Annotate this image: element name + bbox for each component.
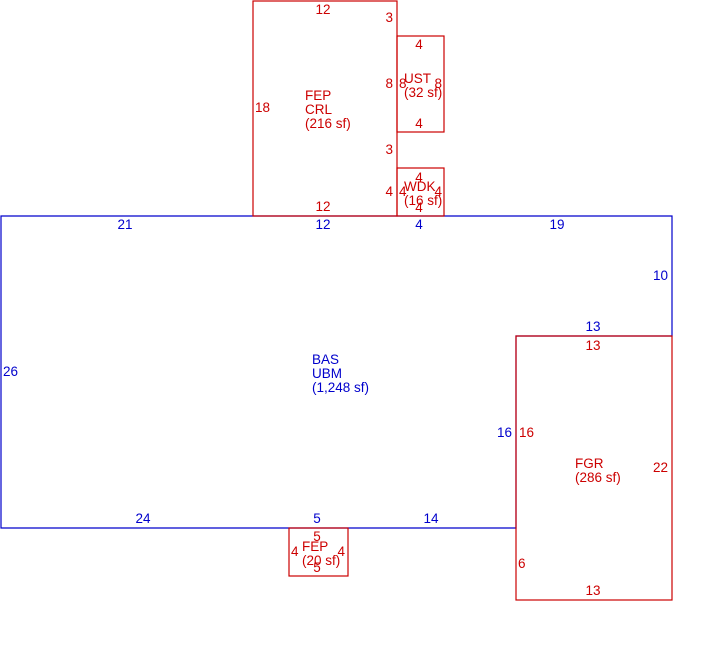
fep-small-dimension-label: 4 [337,544,345,559]
bas-dimension-label: 21 [117,217,132,232]
fep-small-code-label: FEP [302,539,328,554]
fep-crl-area-label: (216 sf) [305,116,351,131]
fep-crl-type-label: CRL [305,102,332,117]
fgr-outline [515,335,673,601]
ust-dimension-label: 8 [399,76,407,91]
bas-dimension-label: 26 [3,364,18,379]
fgr-area-label: (286 sf) [575,470,621,485]
wdk-dimension-label: 4 [434,184,442,199]
wdk-dimension-label: 4 [415,200,423,215]
fep-crl-dimension-label: 8 [385,76,393,91]
fgr-dimension-label: 13 [585,583,600,598]
bas-dimension-label: 5 [313,511,321,526]
wdk-dimension-label: 4 [399,184,407,199]
wdk-outline [396,167,445,217]
bas-area-label: (1,248 sf) [312,380,369,395]
fep-crl-dimension-label: 18 [255,100,270,115]
fep-crl-dimension-label: 3 [385,142,393,157]
fgr-dimension-label: 6 [518,556,526,571]
fep-crl-dimension-label: 4 [385,184,393,199]
fep-small-area-label: (20 sf) [302,553,340,568]
fgr-dimension-label: 13 [585,338,600,353]
bas-dimension-label: 12 [315,217,330,232]
ust-dimension-label: 4 [415,116,423,131]
bas-dimension-label: 19 [549,217,564,232]
fgr-dimension-label: 22 [653,460,668,475]
fep-small-dimension-label: 4 [291,544,299,559]
fep-crl-code-label: FEP [305,88,331,103]
ust-code-label: UST [404,71,431,86]
bas-dimension-label: 14 [423,511,439,526]
ust-dimension-label: 8 [434,76,442,91]
bas-dimension-label: 24 [135,511,151,526]
ust-dimension-label: 4 [415,37,423,52]
bas-type-label: UBM [312,366,342,381]
fep-crl-dimension-label: 12 [315,199,330,214]
fep-crl-dimension-label: 12 [315,2,330,17]
wdk-code-label: WDK [404,179,436,194]
wdk-area-label: (16 sf) [404,193,442,208]
fep-small-dimension-label: 5 [313,529,321,544]
bas-dimension-label: 4 [415,217,423,232]
ust-outline [396,35,445,133]
fep-small-dimension-label: 5 [313,560,321,575]
ust-area-label: (32 sf) [404,85,442,100]
bas-code-label: BAS [312,352,339,367]
bas-dimension-label: 10 [653,268,668,283]
fep-crl-dimension-label: 3 [385,10,393,25]
fgr-dimension-label: 16 [519,425,534,440]
bas-dimension-label: 13 [585,319,600,334]
bas-dimension-label: 16 [497,425,512,440]
fep-small-outline [288,527,349,577]
fgr-code-label: FGR [575,456,604,471]
wdk-dimension-label: 4 [415,170,423,185]
